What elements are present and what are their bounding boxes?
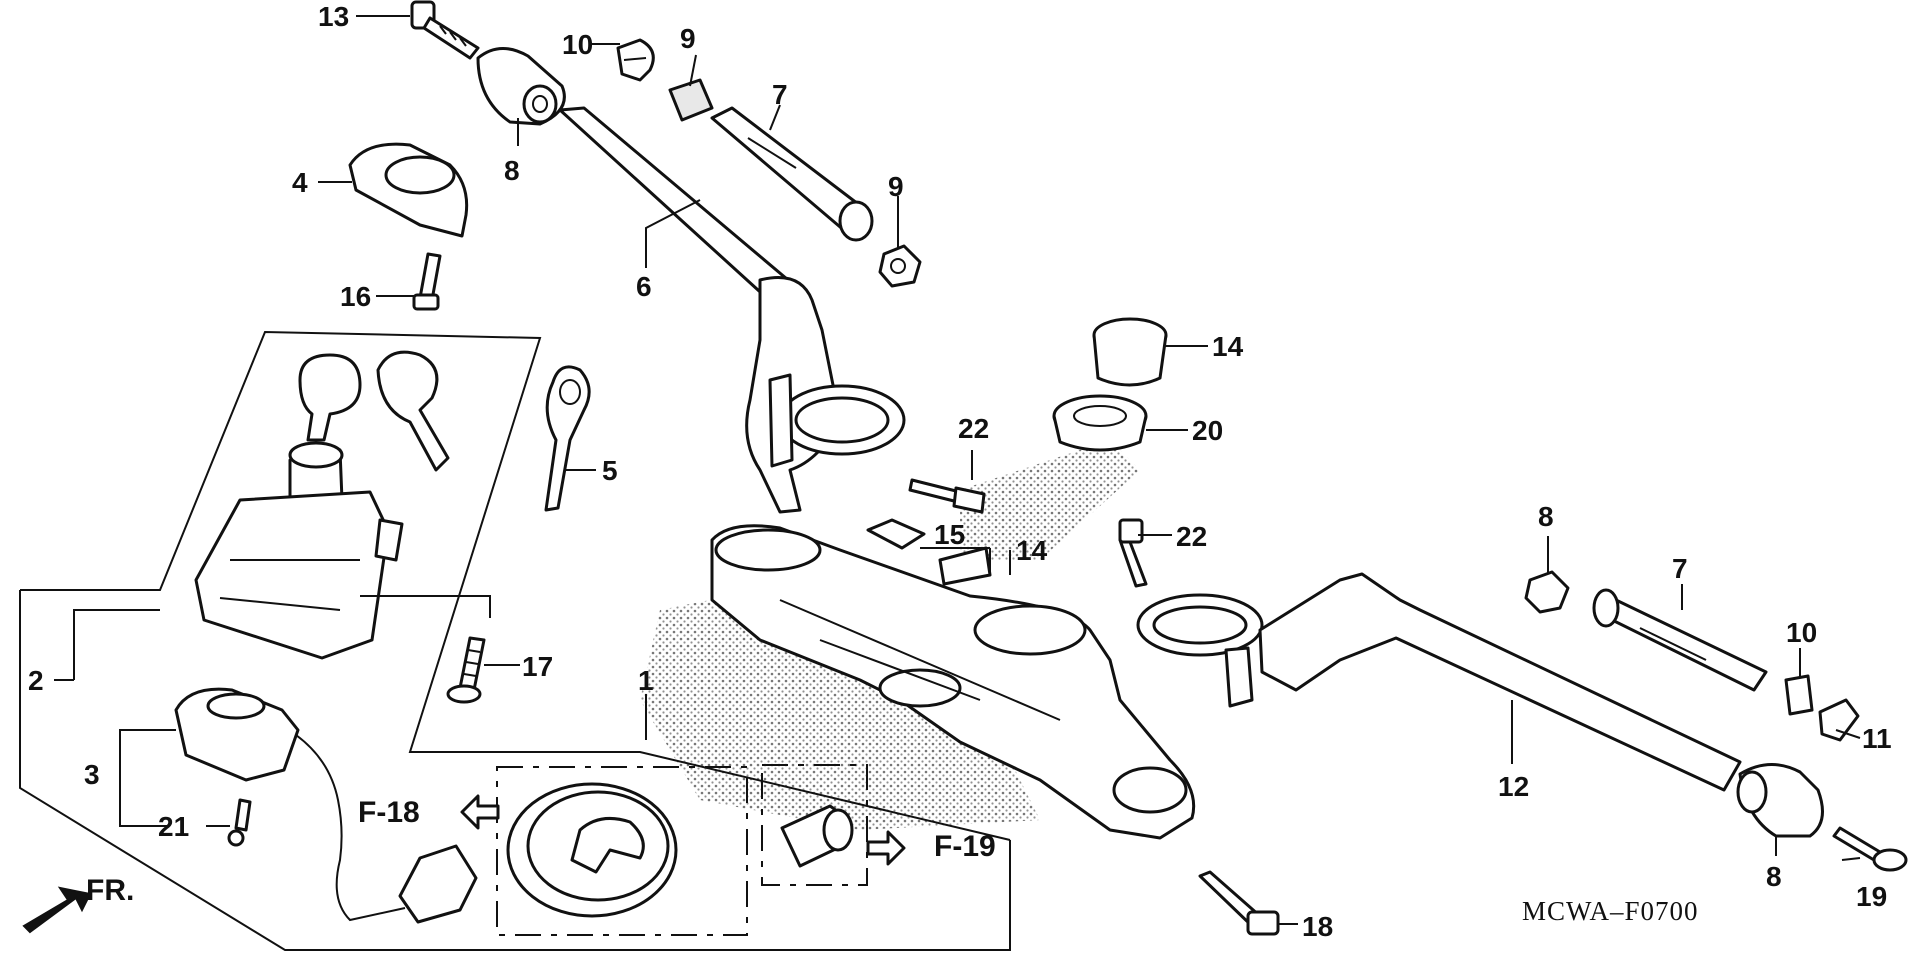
callout-number: 22 — [1176, 521, 1207, 552]
callout-number: 1 — [638, 665, 654, 696]
lock-box — [761, 764, 868, 886]
callout-number: 16 — [340, 281, 371, 312]
weight-rod-7-upper — [710, 106, 874, 242]
callout-number: 20 — [1192, 415, 1223, 446]
callout-number: 14 — [1016, 535, 1048, 566]
left-handlebar-6 — [558, 106, 906, 514]
front-direction-label: FR. — [86, 874, 134, 907]
bushing-20 — [1052, 394, 1148, 452]
right-handlebar-12 — [1136, 572, 1742, 792]
callout-number: 3 — [84, 759, 100, 790]
callout-number: 11 — [1862, 723, 1892, 754]
plate-14 — [938, 546, 992, 586]
callout-number: 10 — [1786, 617, 1817, 648]
stipple-shade-left — [640, 590, 1040, 830]
bolt-17 — [446, 636, 486, 704]
callout-number: 6 — [636, 271, 652, 302]
bolt-18 — [1198, 870, 1280, 936]
fuel-cap — [506, 782, 678, 918]
callout-number: 12 — [1498, 771, 1529, 802]
stipple-shade-top — [960, 440, 1140, 560]
diagram-code: MCWA–F0700 — [1522, 896, 1699, 926]
nut-9-upper — [878, 244, 922, 288]
callout-number: 8 — [1766, 861, 1782, 892]
callout-number: 8 — [1538, 501, 1554, 532]
nut-9-right — [1524, 570, 1570, 614]
callout-number: 9 — [888, 171, 904, 202]
bolt-19-upper — [410, 0, 480, 60]
lock-cylinder — [780, 804, 854, 868]
collar-10-right — [1784, 674, 1814, 716]
top-bridge — [710, 524, 1196, 840]
switch-3 — [174, 687, 478, 924]
fuel-cap-box — [496, 766, 748, 936]
callout-number: 13 — [318, 1, 349, 32]
bar-end-8-upper — [476, 47, 566, 126]
callout-number: 7 — [772, 79, 788, 110]
callout-number: 10 — [562, 29, 593, 60]
screw-16 — [412, 252, 442, 311]
plate-15 — [866, 518, 926, 550]
key-5 — [544, 365, 591, 512]
arrow-left-icon — [460, 794, 500, 830]
callout-number: 17 — [522, 651, 553, 682]
callout-number: 9 — [680, 23, 696, 54]
callout-number: 7 — [1672, 553, 1688, 584]
reference-left-label: F-18 — [358, 796, 420, 829]
callout-number: 2 — [28, 665, 44, 696]
callout-number: 14 — [1212, 331, 1244, 362]
callout-number: 22 — [958, 413, 989, 444]
callout-number: 15 — [934, 519, 965, 550]
front-direction-arrow-icon — [22, 886, 92, 934]
reference-right-label: F-19 — [934, 830, 996, 863]
ignition-boundary — [20, 330, 1011, 841]
callout-number: 21 — [158, 811, 189, 842]
ignition-switch — [194, 441, 404, 660]
bolt-22-upper — [908, 478, 986, 514]
callout-number: 8 — [504, 155, 520, 186]
clip-11-right — [1818, 698, 1860, 742]
bolt-19-right — [1832, 826, 1908, 872]
clip-11-upper — [616, 38, 655, 82]
bar-end-8-right — [1736, 762, 1824, 838]
callout-number: 18 — [1302, 911, 1333, 942]
cover-4 — [348, 142, 469, 238]
callout-number: 5 — [602, 455, 618, 486]
callout-number: 4 — [292, 167, 308, 198]
kit-boundary — [19, 590, 1011, 951]
weight-rod-7-right — [1592, 588, 1768, 692]
cap-13 — [1092, 317, 1168, 387]
callout-numbers: 13 10 9 7 8 9 4 16 6 5 14 20 22 22 15 14… — [28, 1, 1892, 942]
leader-lines — [54, 15, 1861, 925]
arrow-right-icon — [866, 830, 906, 866]
ignition-keys — [298, 350, 450, 472]
screw-21 — [227, 798, 252, 847]
bolt-22-right — [1118, 518, 1148, 588]
callout-number: 19 — [1856, 881, 1887, 912]
